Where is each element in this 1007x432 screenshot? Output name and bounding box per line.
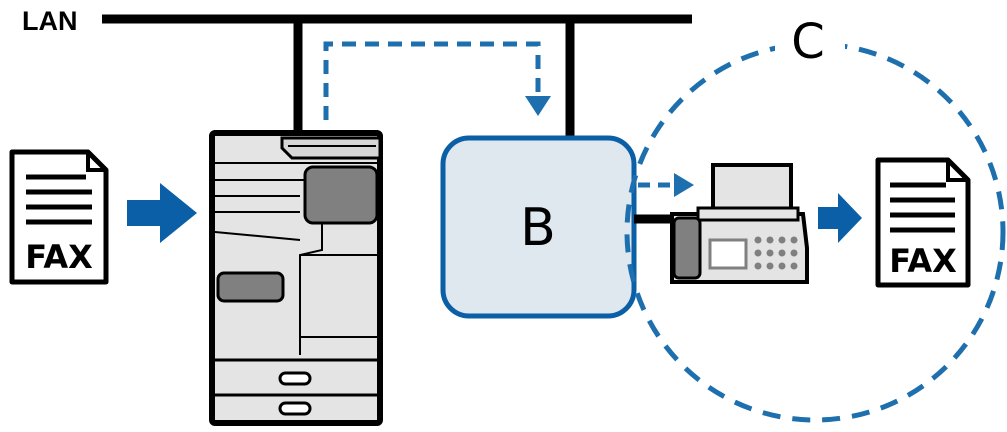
lan-label: LAN [22, 6, 78, 36]
server-b-label: B [520, 198, 556, 258]
arrow-fax-to-output [818, 193, 862, 243]
zone-c-boundary: C [624, 10, 1006, 423]
zone-c-label: C [791, 14, 825, 70]
fax-in-label: FAX [25, 238, 93, 276]
multifunction-printer-icon [209, 130, 383, 426]
fax-machine-icon [670, 163, 809, 284]
arrow-fax-to-printer [127, 183, 197, 243]
dashed-arrow-server-to-fax [638, 173, 694, 197]
dashed-route-printer-to-server [323, 41, 551, 120]
fax-document-out-icon: FAX [875, 157, 971, 288]
server-b: B [440, 135, 637, 319]
fax-document-in-icon: FAX [9, 149, 109, 285]
fax-out-label: FAX [889, 242, 957, 280]
